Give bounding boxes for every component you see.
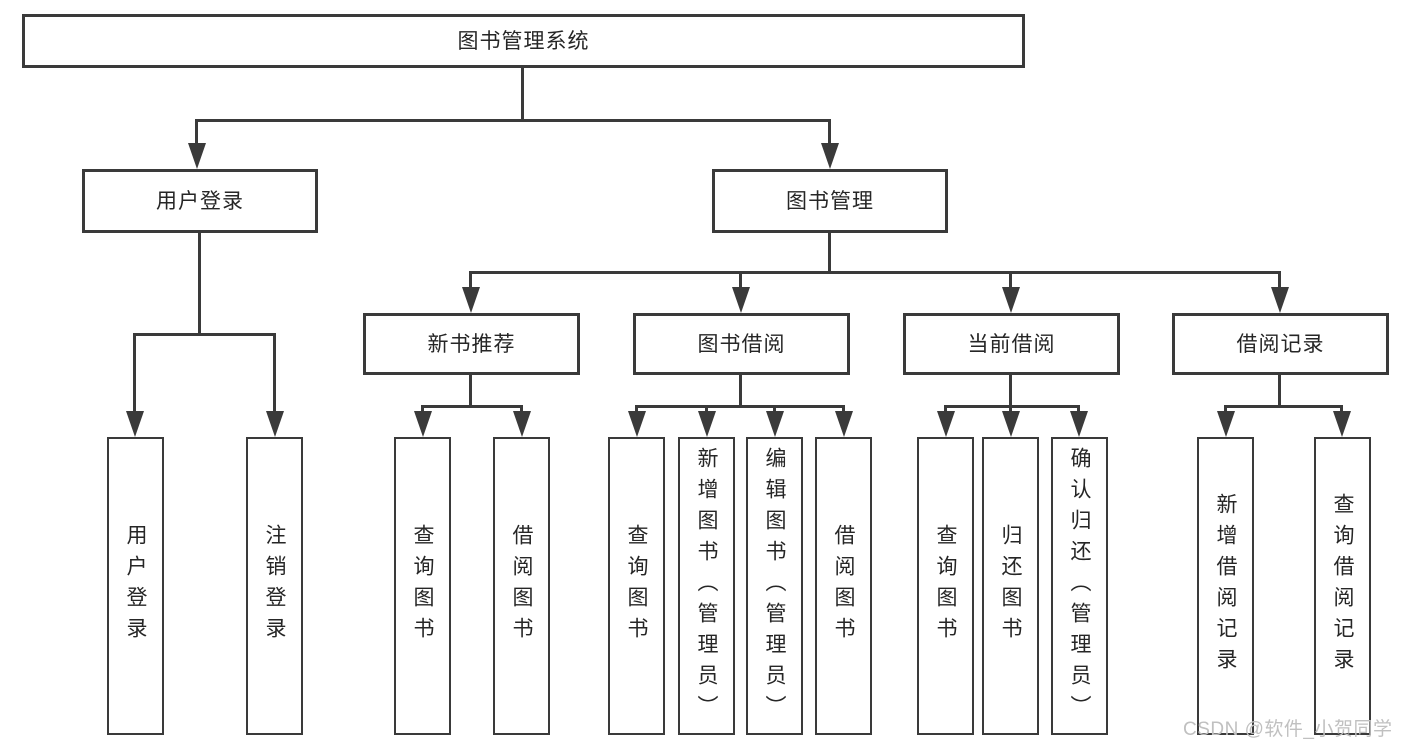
connector-line [133, 333, 276, 336]
arrowhead [821, 143, 839, 169]
node-book-borrowing: 图书借阅 [633, 313, 850, 375]
arrowhead [1002, 411, 1020, 437]
arrowhead [1271, 287, 1289, 313]
leaf-query-books-recommend: 查询图书 [394, 437, 451, 735]
arrowhead [462, 287, 480, 313]
connector-line [828, 233, 831, 274]
leaf-borrow-books-recommend: 借阅图书 [493, 437, 550, 735]
connector-line [1009, 405, 1012, 415]
connector-line [1077, 405, 1080, 415]
connector-line [944, 405, 1080, 408]
connector-line [469, 271, 472, 291]
node-borrow-records: 借阅记录 [1172, 313, 1389, 375]
connector-line [521, 68, 524, 121]
arrowhead [732, 287, 750, 313]
connector-line [469, 271, 1281, 274]
arrowhead [698, 411, 716, 437]
connector-line [1009, 271, 1012, 291]
connector-line [1009, 375, 1012, 408]
arrowhead [414, 411, 432, 437]
arrowhead [1070, 411, 1088, 437]
arrowhead [513, 411, 531, 437]
connector-line [469, 375, 472, 408]
connector-line [739, 271, 742, 291]
leaf-query-borrow-record: 查询借阅记录 [1314, 437, 1371, 735]
arrowhead [1217, 411, 1235, 437]
arrowhead [126, 411, 144, 437]
connector-line [198, 233, 201, 336]
arrowhead [266, 411, 284, 437]
node-root: 图书管理系统 [22, 14, 1025, 68]
connector-line [421, 405, 424, 415]
node-book-management: 图书管理 [712, 169, 948, 233]
leaf-query-books-borrowing: 查询图书 [608, 437, 665, 735]
connector-line [1224, 405, 1343, 408]
connector-line [421, 405, 523, 408]
leaf-query-books-current: 查询图书 [917, 437, 974, 735]
arrowhead [628, 411, 646, 437]
connector-line [773, 405, 776, 415]
connector-line [273, 333, 276, 413]
leaf-return-book: 归还图书 [982, 437, 1039, 735]
leaf-user-login: 用户登录 [107, 437, 164, 735]
arrowhead [188, 143, 206, 169]
leaf-add-borrow-record: 新增借阅记录 [1197, 437, 1254, 735]
connector-line [635, 405, 638, 415]
connector-line [635, 405, 845, 408]
connector-line [828, 119, 831, 146]
leaf-borrow-books-borrowing: 借阅图书 [815, 437, 872, 735]
arrowhead [1333, 411, 1351, 437]
connector-line [842, 405, 845, 415]
connector-line [1278, 375, 1281, 408]
connector-line [1224, 405, 1227, 415]
leaf-confirm-return-admin: 确认归还（管理员） [1051, 437, 1108, 735]
node-new-book-recommend: 新书推荐 [363, 313, 580, 375]
node-user-login: 用户登录 [82, 169, 318, 233]
connector-line [944, 405, 947, 415]
connector-line [133, 333, 136, 413]
connector-line [520, 405, 523, 415]
connector-line [739, 375, 742, 408]
leaf-edit-book-admin: 编辑图书（管理员） [746, 437, 803, 735]
node-current-borrowing: 当前借阅 [903, 313, 1120, 375]
connector-line [195, 119, 198, 146]
arrowhead [1002, 287, 1020, 313]
connector-line [1278, 271, 1281, 291]
connector-line [195, 119, 831, 122]
csdn-watermark: CSDN @软件_小贺同学 [1183, 719, 1393, 740]
leaf-logout: 注销登录 [246, 437, 303, 735]
arrowhead [835, 411, 853, 437]
arrowhead [766, 411, 784, 437]
connector-line [705, 405, 708, 415]
connector-line [1340, 405, 1343, 415]
arrowhead [937, 411, 955, 437]
leaf-add-book-admin: 新增图书（管理员） [678, 437, 735, 735]
